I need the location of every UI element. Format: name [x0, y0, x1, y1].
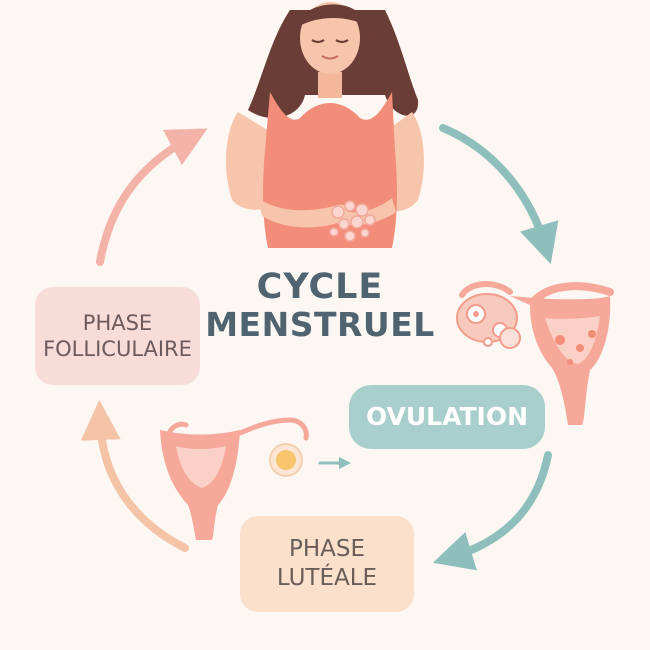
woman-figure-icon	[226, 2, 424, 248]
title-line-1: CYCLE	[256, 267, 384, 307]
phase-follicular-line-2: FOLLICULAIRE	[43, 337, 192, 361]
phase-luteal-line-2: LUTÉALE	[276, 565, 378, 591]
phase-follicular-label: PHASE FOLLICULAIRE	[35, 287, 200, 385]
phase-ovulation-text: OVULATION	[365, 402, 529, 432]
cycle-arrow-icon	[96, 128, 208, 266]
phase-luteal-label: PHASE LUTÉALE	[240, 516, 414, 612]
phase-follicular-line-1: PHASE	[82, 310, 153, 335]
egg-cell-icon	[269, 443, 303, 477]
cycle-arrow-icon	[432, 451, 552, 571]
page-title: CYCLE MENSTRUEL	[195, 267, 445, 345]
title-line-2: MENSTRUEL	[205, 305, 435, 345]
uterus-ovary-icon	[456, 281, 614, 425]
cycle-arrow-icon	[439, 124, 559, 265]
phase-ovulation-label: OVULATION	[349, 385, 545, 449]
cycle-arrow-icon	[80, 400, 189, 552]
phase-luteal-line-1: PHASE	[288, 536, 366, 563]
uterus-egg-icon	[160, 417, 309, 540]
